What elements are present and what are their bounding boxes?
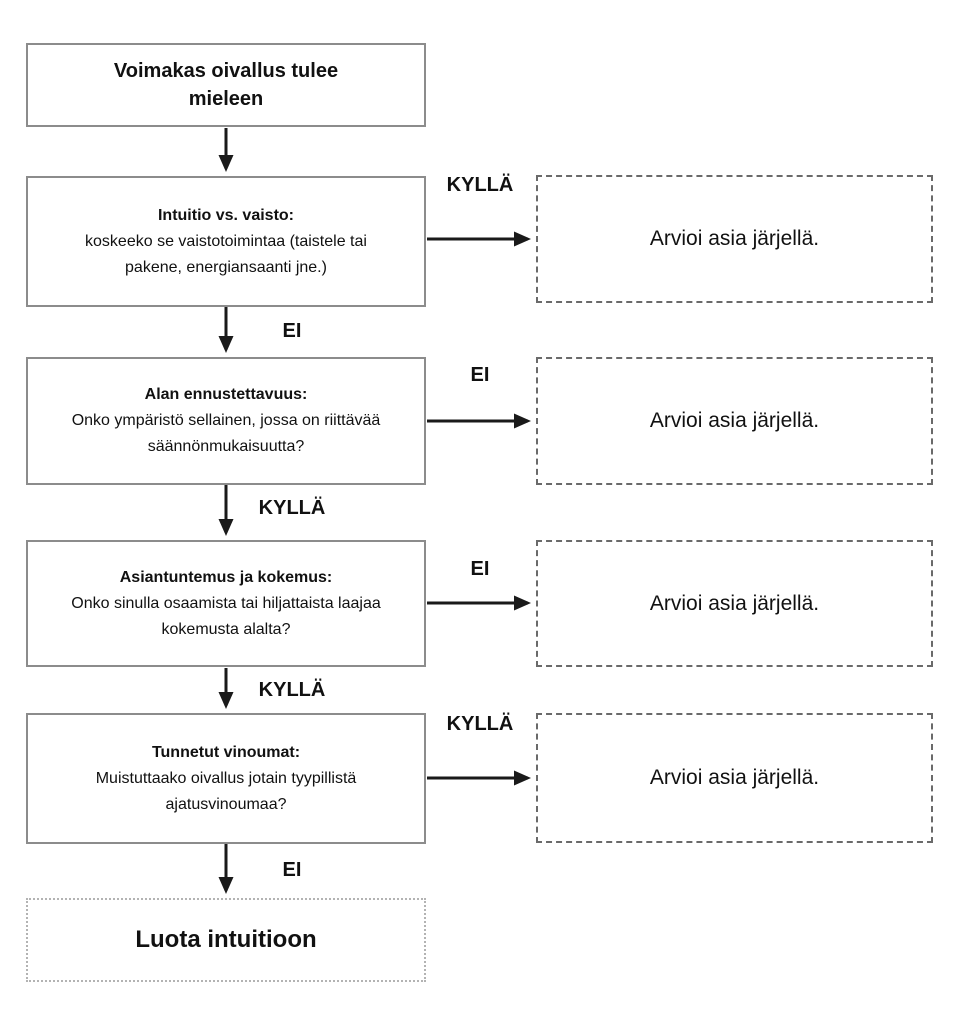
continue-label-step3: KYLLÄ [258, 679, 326, 701]
step-question: koskeeko se vaistotoimintaa (taistele ta… [85, 232, 367, 276]
step-title: Intuitio vs. vaisto: [157, 206, 294, 224]
outcome-text: Arvioi asia järjellä. [649, 591, 820, 615]
step-box-alan-ennustettavuus: Alan ennustettavuus: Onko ympäristö sell… [26, 357, 426, 485]
step-question: Onko sinulla osaamista tai hiljattaista … [71, 594, 381, 638]
outcome-text: Arvioi asia järjellä. [649, 227, 820, 250]
branch-label-step3: EI [470, 558, 490, 580]
step-box-tunnetut-vinoumat: Tunnetut vinoumat: Muistuttaako oivallus… [26, 713, 426, 844]
step-box-asiantuntemus-ja-kokemus: Asiantuntemus ja kokemus: Onko sinulla o… [26, 540, 426, 667]
step-title: Tunnetut vinoumat: [151, 743, 301, 761]
step-box-intuitio-vs-vaisto: Intuitio vs. vaisto: koskeeko se vaistot… [26, 176, 426, 307]
start-box: Voimakas oivallus tulee mieleen [26, 43, 426, 127]
outcome-box-step4: Arvioi asia järjellä. [536, 713, 933, 843]
step-title: Alan ennustettavuus: [144, 386, 308, 403]
step-question: Onko ympäristö sellainen, jossa on riitt… [71, 412, 381, 455]
continue-label-step2: KYLLÄ [258, 497, 326, 519]
outcome-box-step1: Arvioi asia järjellä. [536, 175, 933, 303]
branch-label-step2: EI [470, 364, 490, 386]
step-question: Muistuttaako oivallus jotain tyypillistä… [95, 769, 357, 813]
branch-label-step1: KYLLÄ [446, 174, 514, 196]
step-title: Asiantuntemus ja kokemus: [119, 568, 333, 586]
outcome-box-step3: Arvioi asia järjellä. [536, 540, 933, 667]
continue-label-step1: EI [282, 320, 302, 342]
branch-label-step4: KYLLÄ [446, 713, 514, 735]
end-box: Luota intuitioon [26, 898, 426, 982]
outcome-text: Arvioi asia järjellä. [649, 766, 820, 789]
end-box-text: Luota intuitioon [135, 926, 317, 953]
start-box-text: Voimakas oivallus tulee mieleen [113, 60, 339, 110]
outcome-box-step2: Arvioi asia järjellä. [536, 357, 933, 485]
outcome-text: Arvioi asia järjellä. [649, 409, 820, 432]
continue-label-step4: EI [282, 859, 302, 881]
